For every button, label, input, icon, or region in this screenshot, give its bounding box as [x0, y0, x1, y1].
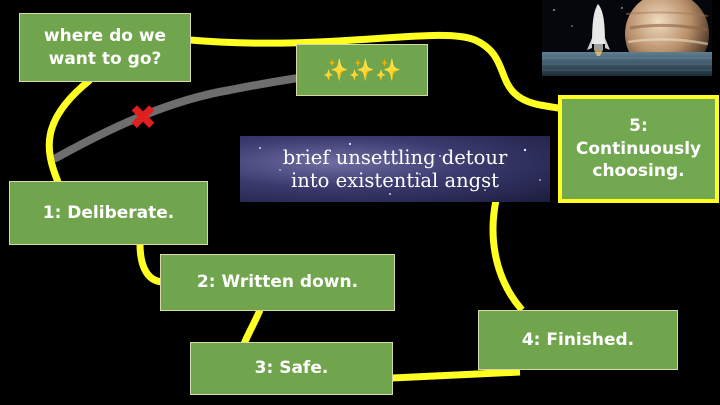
sparkles-icon: ✨✨✨: [322, 57, 402, 82]
detour-banner: brief unsettling detour into existential…: [240, 136, 550, 202]
journey-path-step3-to-step4: [391, 368, 521, 382]
step-2-box: 2: Written down.: [160, 254, 395, 311]
step-5-line-2: Continuously: [575, 138, 702, 159]
detour-line-1: brief unsettling detour: [282, 145, 508, 169]
goal-line-2: want to go?: [48, 48, 162, 69]
journey-path-step1-to-step2: [136, 243, 165, 286]
step-5-line-3: choosing.: [592, 161, 685, 182]
step-1-label: 1: Deliberate.: [42, 202, 175, 223]
step-4-box: 4: Finished.: [478, 310, 678, 370]
step-2-label: 2: Written down.: [196, 272, 359, 293]
step-5-line-1: 5:: [629, 115, 648, 136]
sparkles-box: ✨✨✨: [296, 44, 428, 96]
rejected-path: [52, 74, 302, 162]
step-4-label: 4: Finished.: [521, 329, 635, 350]
red-x-icon: ✖: [128, 98, 158, 138]
detour-line-2: into existential angst: [291, 169, 499, 192]
journey-path-detour: [489, 199, 525, 313]
journey-path-goal-to-step5: [189, 31, 561, 112]
step-3-label: 3: Safe.: [254, 358, 329, 379]
journey-path-step2-to-step3: [240, 308, 264, 346]
step-1-box: 1: Deliberate.: [9, 181, 208, 245]
rocket-planet-illustration: [542, 0, 712, 76]
starfield-texture: [259, 142, 541, 195]
rejected-mark: ✖: [123, 98, 163, 138]
goal-line-1: where do we: [43, 25, 167, 46]
space-rocket-image: [542, 0, 712, 76]
step-3-box: 3: Safe.: [190, 342, 393, 395]
step-5-box: 5: Continuously choosing.: [558, 95, 719, 203]
journey-path-goal-to-step1: [45, 77, 93, 184]
goal-box: where do we want to go?: [19, 13, 191, 82]
